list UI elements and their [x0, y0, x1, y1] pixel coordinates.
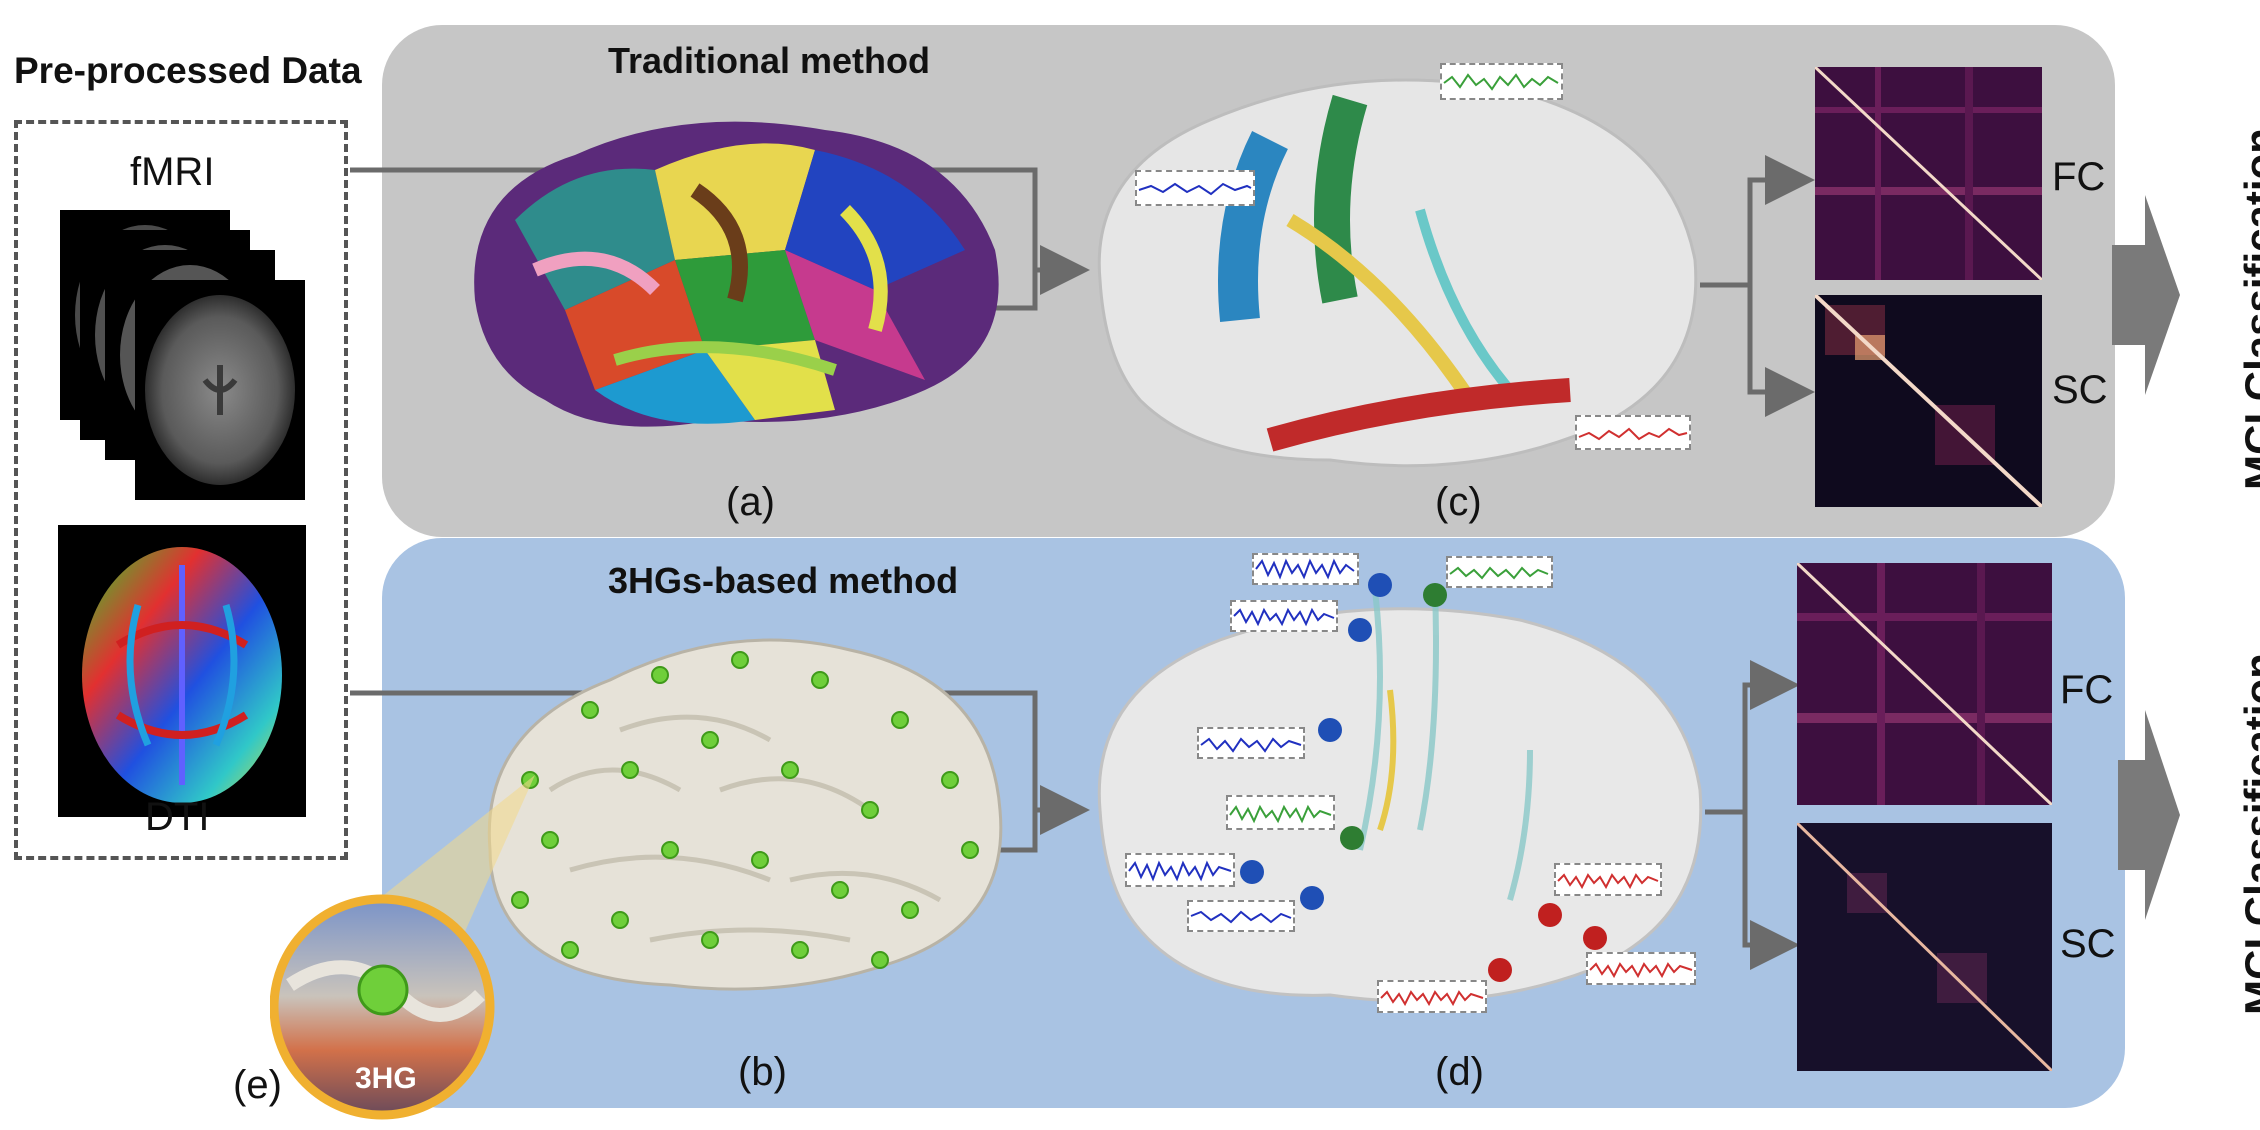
timeseries-blue-2 [1230, 600, 1338, 632]
dti-label: DTI [145, 795, 210, 839]
traditional-method-title: Traditional method [608, 40, 931, 81]
label-c: (c) [1435, 480, 1482, 524]
sc-matrix-bottom [1797, 823, 2052, 1071]
sc-label-bottom: SC [2060, 922, 2116, 966]
label-e: (e) [233, 1063, 282, 1107]
cortical-surface-nodes-image [487, 638, 1003, 991]
preprocessed-data-title: Pre-processed Data [14, 50, 362, 91]
3hg-method-title: 3HGs-based method [608, 560, 959, 601]
mci-classification-bottom: MCI Classification [2236, 653, 2260, 1015]
timeseries-blue-1 [1252, 553, 1359, 585]
label-b: (b) [738, 1050, 787, 1094]
timeseries-green-1 [1446, 556, 1553, 588]
timeseries-red-3 [1377, 980, 1487, 1013]
parcellated-brain-image [474, 121, 999, 427]
sc-matrix-top [1815, 295, 2042, 507]
3hg-zoom-label: 3HG [355, 1062, 417, 1095]
preprocessed-data-box [14, 120, 348, 860]
fc-matrix-bottom [1797, 563, 2052, 805]
timeseries-blue-3 [1197, 727, 1305, 759]
label-a: (a) [726, 480, 775, 524]
timeseries-red-2 [1586, 952, 1696, 985]
mci-classification-top: MCI Classification [2236, 128, 2260, 490]
timeseries-blue-4 [1125, 853, 1235, 887]
timeseries-blue-5 [1187, 900, 1295, 932]
timeseries-red-1 [1554, 863, 1662, 896]
fc-matrix-top [1815, 67, 2042, 280]
fmri-label: fMRI [130, 150, 215, 194]
timeseries-red [1575, 415, 1691, 450]
timeseries-green-2 [1226, 795, 1335, 830]
3hg-zoom-inset [270, 775, 535, 1120]
dti-image [58, 525, 306, 817]
sc-label-top: SC [2052, 368, 2108, 412]
label-d: (d) [1435, 1050, 1484, 1094]
fmri-slices-image [60, 210, 305, 500]
timeseries-green [1440, 63, 1563, 100]
fc-label-bottom: FC [2060, 668, 2114, 712]
timeseries-blue [1135, 170, 1255, 206]
fc-label-top: FC [2052, 155, 2106, 199]
